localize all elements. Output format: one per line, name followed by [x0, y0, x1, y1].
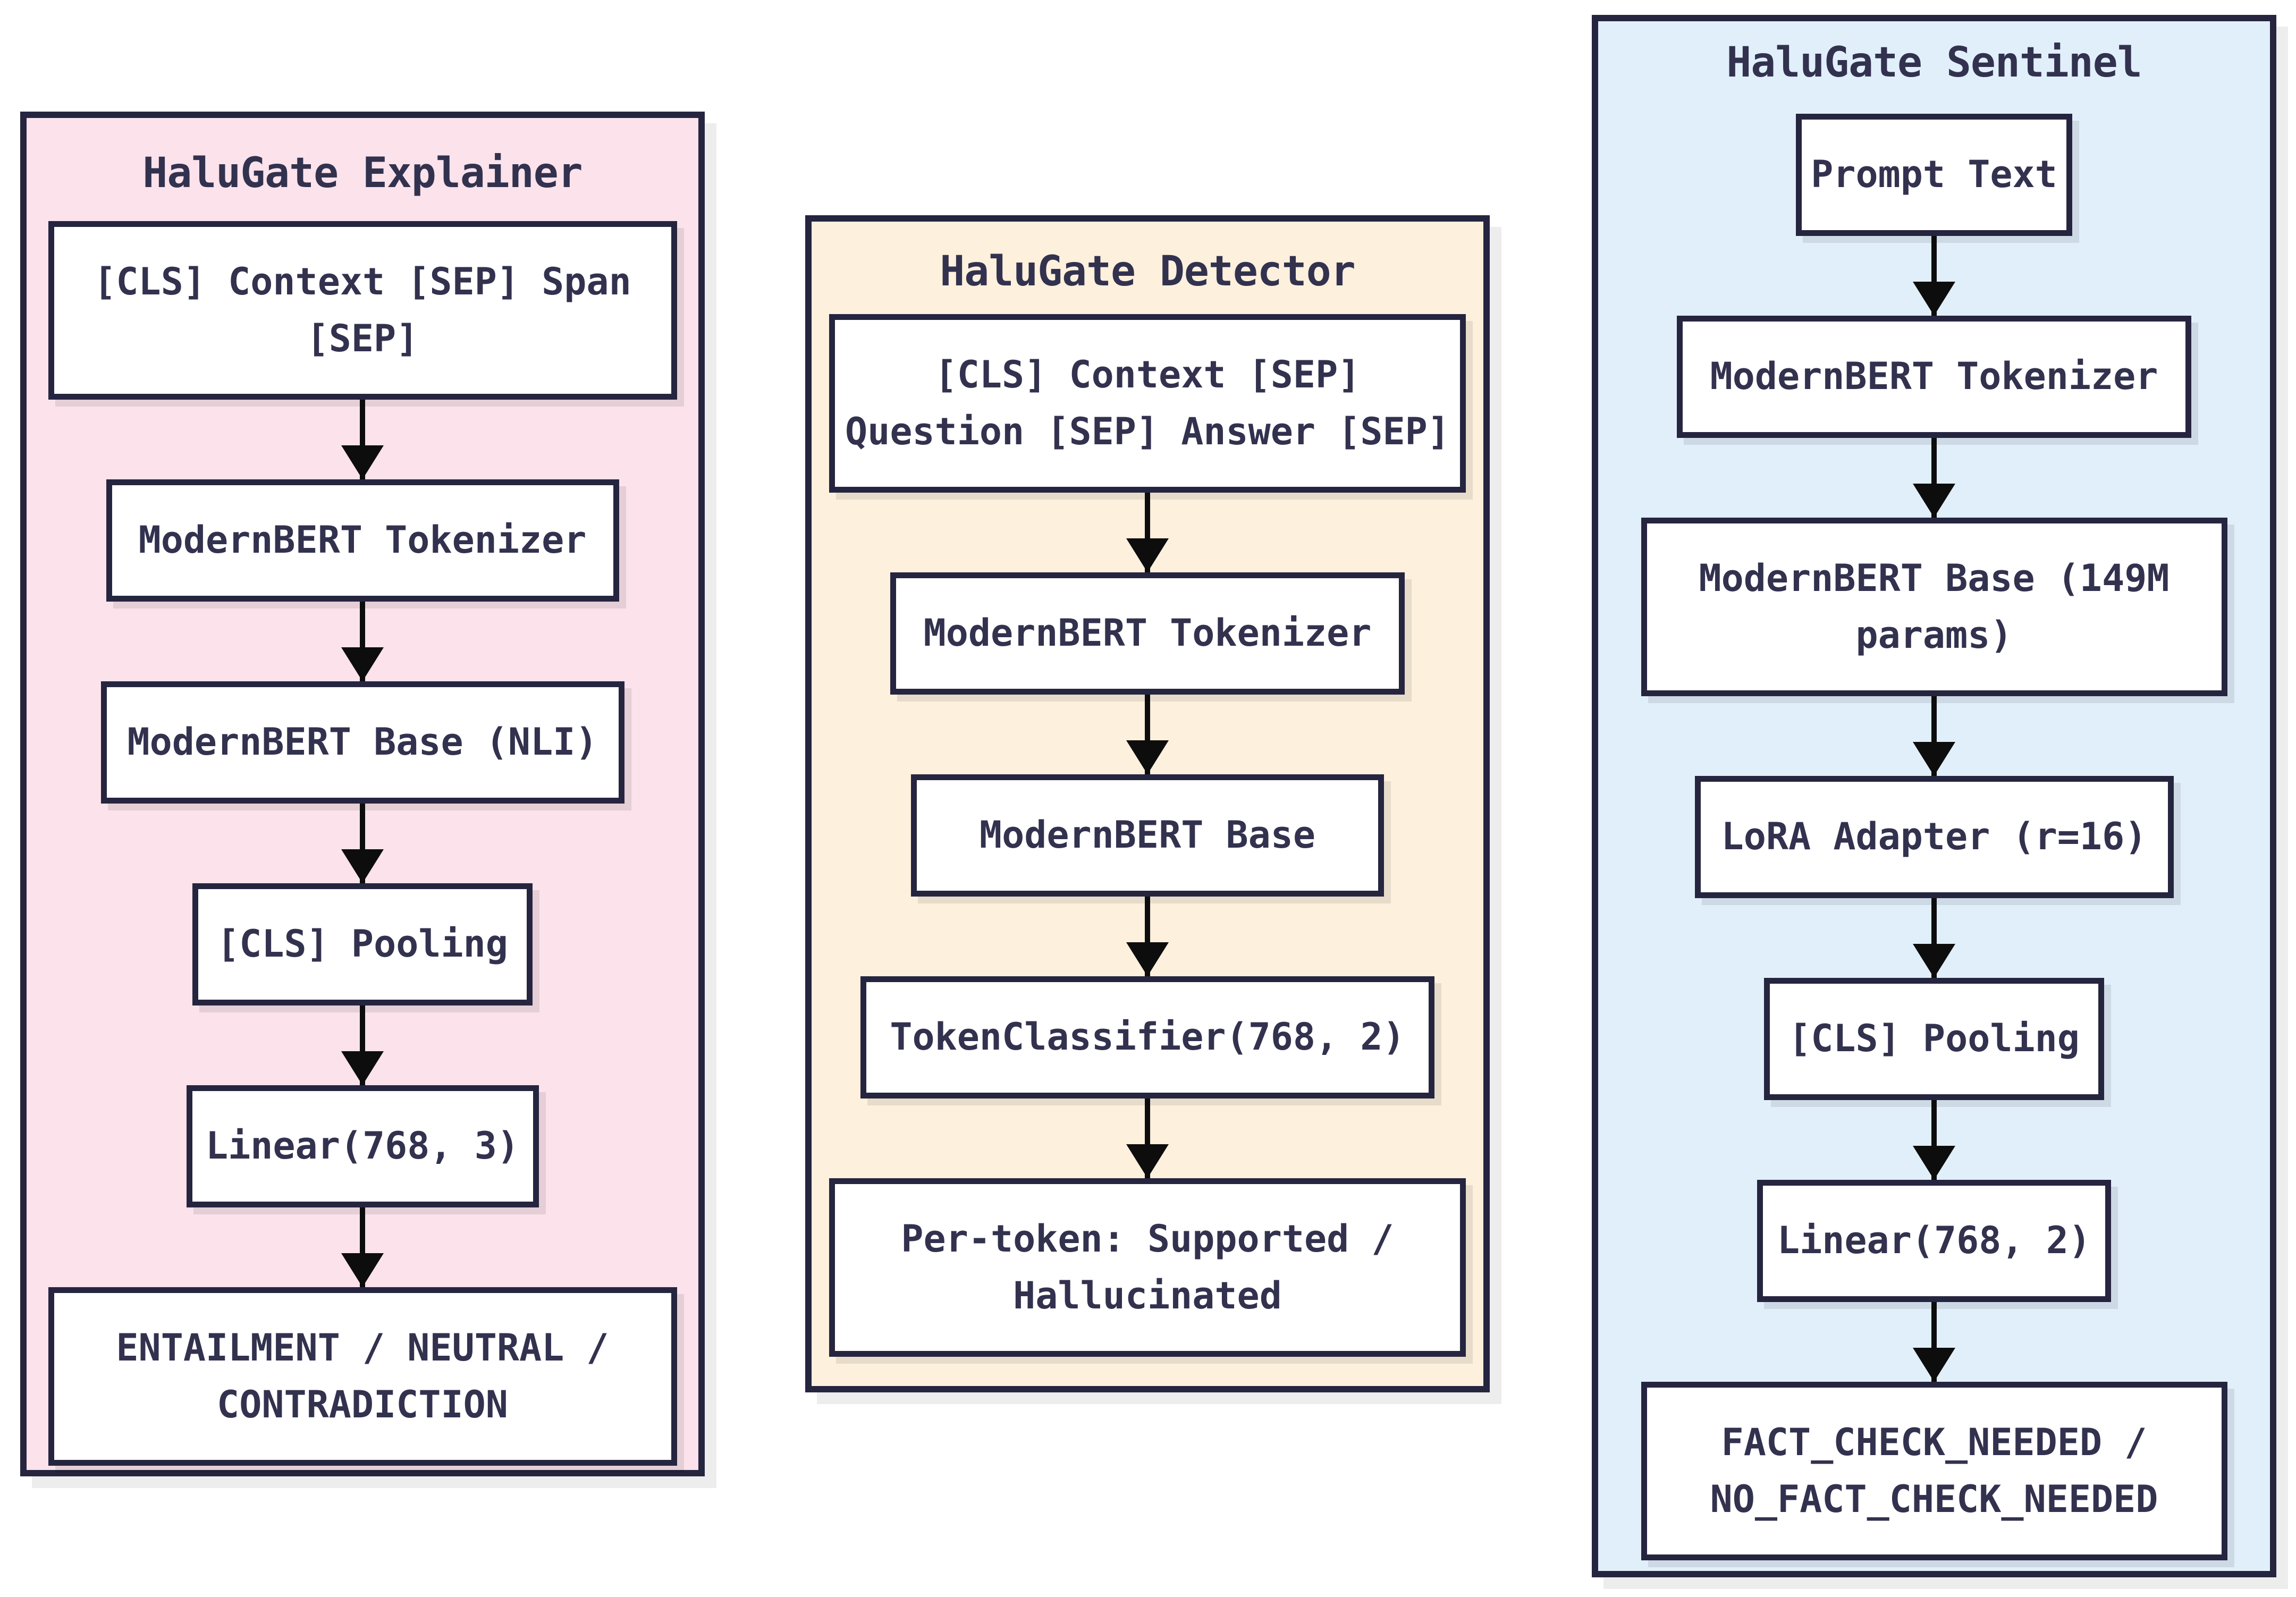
arrow-down-icon — [1145, 1098, 1150, 1178]
node-modernbert-tokenizer-explainer: ModernBERT Tokenizer — [106, 479, 619, 602]
arrow-down-icon — [1931, 898, 1937, 978]
arrow-down-icon — [1931, 235, 1937, 316]
arrow-down-icon — [360, 1207, 365, 1287]
node-modernbert-tokenizer-detector: ModernBERT Tokenizer — [890, 572, 1405, 695]
node-linear-768-2: Linear(768, 2) — [1757, 1179, 2111, 1302]
panel-halugate-sentinel: HaluGate Sentinel Prompt Text ModernBERT… — [1592, 15, 2276, 1577]
node-tokenclassifier-768-2: TokenClassifier(768, 2) — [860, 976, 1434, 1099]
arrow-down-icon — [360, 601, 365, 681]
panel-title-detector: HaluGate Detector — [940, 248, 1355, 295]
node-linear-768-3: Linear(768, 3) — [186, 1085, 539, 1207]
arrow-down-icon — [360, 1005, 365, 1085]
arrow-down-icon — [1145, 694, 1150, 774]
arrow-down-icon — [1931, 696, 1937, 776]
node-per-token-supported-hallucinated: Per-token: Supported / Hallucinated — [829, 1178, 1466, 1357]
panel-halugate-explainer: HaluGate Explainer [CLS] Context [SEP] S… — [20, 112, 705, 1476]
node-modernbert-base: ModernBERT Base — [911, 774, 1384, 897]
node-lora-adapter-r16: LoRA Adapter (r=16) — [1694, 775, 2174, 898]
node-entailment-neutral-contradiction: ENTAILMENT / NEUTRAL / CONTRADICTION — [48, 1287, 677, 1466]
arrow-down-icon — [360, 399, 365, 479]
arrow-down-icon — [1931, 1100, 1937, 1180]
node-modernbert-tokenizer-sentinel: ModernBERT Tokenizer — [1677, 315, 2191, 438]
arrow-down-icon — [1145, 492, 1150, 572]
node-cls-pooling-explainer: [CLS] Pooling — [192, 883, 533, 1005]
arrow-down-icon — [1145, 896, 1150, 976]
node-fact-check-needed: FACT_CHECK_NEEDED / NO_FACT_CHECK_NEEDED — [1641, 1381, 2227, 1560]
panel-title-explainer: HaluGate Explainer — [142, 149, 583, 197]
node-prompt-text: Prompt Text — [1796, 113, 2072, 236]
arrow-down-icon — [1931, 1302, 1937, 1382]
panel-title-sentinel: HaluGate Sentinel — [1726, 39, 2142, 87]
node-cls-pooling-sentinel: [CLS] Pooling — [1764, 977, 2104, 1100]
arrow-down-icon — [1931, 437, 1937, 518]
node-cls-context-question-answer: [CLS] Context [SEP] Question [SEP] Answe… — [829, 314, 1466, 493]
node-cls-context-sep-span-sep: [CLS] Context [SEP] Span [SEP] — [48, 221, 677, 400]
panel-halugate-detector: HaluGate Detector [CLS] Context [SEP] Qu… — [805, 215, 1490, 1392]
node-modernbert-base-nli: ModernBERT Base (NLI) — [100, 681, 624, 804]
arrow-down-icon — [360, 803, 365, 883]
node-modernbert-base-149m: ModernBERT Base (149M params) — [1641, 517, 2227, 696]
